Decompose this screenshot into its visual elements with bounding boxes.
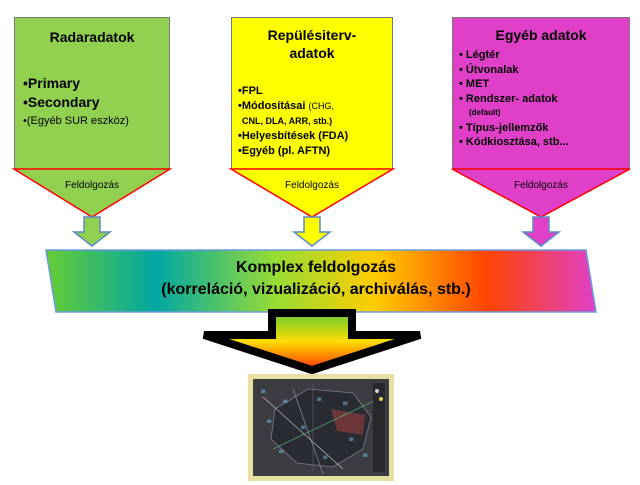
list-item: • Kódkiosztása, stb... — [459, 136, 569, 148]
list-item: • Légtér — [459, 49, 500, 61]
process-funnel-flightplan — [228, 168, 396, 218]
list-item-detail: (CHG, — [308, 101, 334, 111]
list-item: (default) — [469, 108, 501, 117]
svg-text:OK: OK — [301, 425, 306, 430]
list-item: • MET — [459, 78, 490, 90]
down-arrow-other — [520, 216, 562, 247]
down-arrow-radar — [71, 216, 113, 247]
big-down-arrow — [202, 309, 422, 375]
list-item: •Secondary — [23, 94, 100, 110]
list-item: • Útvonalak — [459, 63, 519, 76]
svg-text:OK: OK — [267, 419, 272, 424]
list-item-text: •Módosításai — [238, 100, 306, 112]
radar-data-title: Radaradatok — [49, 29, 135, 45]
list-item: CNL, DLA, ARR, stb.) — [242, 116, 333, 126]
process-funnel-radar — [11, 168, 173, 218]
svg-text:OK: OK — [283, 399, 288, 404]
complex-processing-bar — [45, 249, 597, 313]
other-data-box: Egyéb adatok • Légtér • Útvonalak • MET … — [452, 17, 630, 170]
list-item: •Egyéb (pl. AFTN) — [238, 145, 331, 157]
list-item: •Primary — [23, 75, 81, 91]
svg-text:OK: OK — [323, 455, 328, 460]
radar-display-image: OK OK OK OK OK OK OK OK OK OK — [248, 374, 394, 481]
complex-processing-subtitle: (korreláció, vizualizáció, archiválás, s… — [161, 281, 471, 298]
complex-processing-title: Komplex feldolgozás — [235, 259, 397, 276]
list-item-text: •FPL — [238, 85, 263, 97]
process-label-other: Feldolgozás — [514, 180, 568, 191]
radar-data-box: Radaradatok •Primary •Secondary •(Egyéb … — [14, 17, 170, 170]
radar-display-screenshot-icon: OK OK OK OK OK OK OK OK OK OK — [253, 379, 389, 476]
other-data-list: • Légtér • Útvonalak • MET • Rendszer- a… — [459, 48, 629, 150]
list-item: •Módosításai (CHG, — [238, 99, 392, 114]
flight-plan-data-list: •FPL •Módosításai (CHG, CNL, DLA, ARR, s… — [238, 84, 392, 159]
list-item: •FPL — [238, 84, 392, 99]
svg-text:OK: OK — [349, 437, 354, 442]
flight-plan-data-box: Repülésiterv-adatok •FPL •Módosításai (C… — [231, 17, 393, 170]
other-data-title: Egyéb adatok — [495, 27, 587, 43]
list-item: • Rendszer- adatok — [459, 92, 558, 105]
down-arrow-flightplan — [291, 216, 333, 247]
flight-plan-data-title: Repülésiterv-adatok — [267, 27, 357, 61]
list-item: • Típus-jellemzők — [459, 121, 549, 134]
svg-text:OK: OK — [317, 397, 322, 402]
process-funnel-other — [451, 168, 631, 218]
complex-processing-text: Komplex feldolgozás (korreláció, vizuali… — [46, 257, 586, 301]
svg-text:OK: OK — [363, 453, 368, 458]
process-label-flightplan: Feldolgozás — [285, 180, 339, 191]
svg-text:OK: OK — [343, 401, 348, 406]
svg-text:OK: OK — [261, 389, 266, 394]
process-label-radar: Feldolgozás — [65, 180, 119, 191]
radar-data-list: •Primary •Secondary •(Egyéb SUR eszköz) — [23, 74, 169, 131]
list-item: •(Egyéb SUR eszköz) — [23, 115, 129, 127]
list-item: •Helyesbítések (FDA) — [238, 130, 349, 142]
svg-text:OK: OK — [279, 449, 284, 454]
